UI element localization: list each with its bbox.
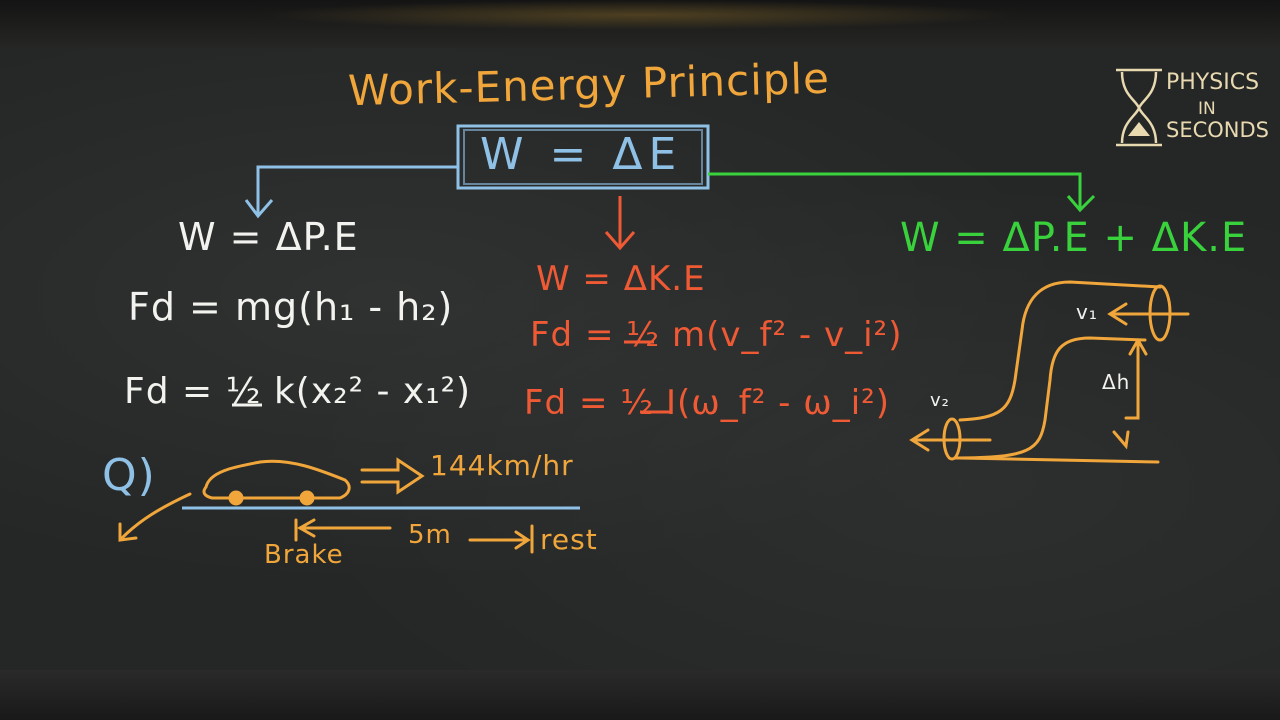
left-branch-arrow [256, 165, 458, 214]
bottom-letterbox [0, 670, 1280, 720]
car-speed: 144km/hr [430, 449, 574, 482]
top-letterbox [0, 0, 1280, 48]
mechanical-energy-equation: W = ΔP.E + ΔK.E [900, 215, 1248, 261]
car-diagram [118, 457, 534, 554]
linear-kinetic-equation: Fd = ½ m(v_f² - v_i²) [530, 315, 903, 355]
chalkboard [0, 48, 1280, 670]
question-label: Q) [102, 450, 156, 501]
potential-energy-equation: W = ΔP.E [178, 215, 359, 259]
central-equation: W = ΔE [480, 129, 683, 180]
lesson-title: Work-Energy Principle [347, 53, 831, 116]
logo-seconds: SECONDS [1166, 118, 1270, 142]
rest-label: rest [540, 523, 598, 556]
pipe-label-v2: v₂ [930, 390, 950, 411]
top-glow [260, 0, 1020, 30]
logo-physics: PHYSICS [1166, 70, 1260, 95]
pipe-diagram [909, 280, 1190, 464]
rotational-kinetic-equation: Fd = ½ I(ω_f² - ω_i²) [524, 383, 891, 423]
brake-label: Brake [264, 540, 344, 570]
pipe-label-delta-h: Δh [1102, 370, 1131, 394]
spring-work-equation: Fd = ½ k(x₂² - x₁²) [124, 371, 472, 412]
logo-in: IN [1198, 99, 1216, 119]
distance-label: 5m [408, 520, 452, 550]
kinetic-energy-equation: W = ΔK.E [536, 259, 706, 299]
right-branch-arrow [708, 172, 1082, 208]
gravity-work-equation: Fd = mg(h₁ - h₂) [128, 285, 454, 329]
pipe-label-v1: v₁ [1076, 300, 1098, 324]
hourglass-icon [1116, 68, 1162, 147]
central-equation-box [456, 124, 710, 190]
